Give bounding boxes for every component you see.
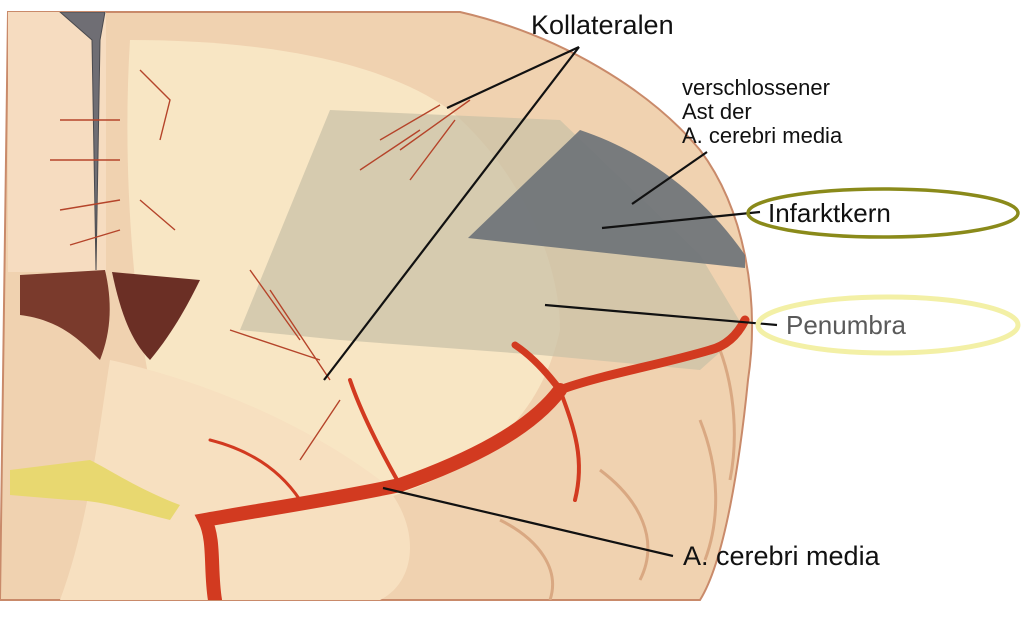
label-a-cerebri-media: A. cerebri media [683,542,880,571]
label-kollateralen: Kollateralen [531,11,674,40]
label-verschlossener-line-3: A. cerebri media [682,124,842,148]
label-penumbra: Penumbra [786,311,906,339]
label-verschlossener-line-1: verschlossener [682,76,842,100]
left-hemisphere [8,12,106,272]
brain-section [0,12,752,600]
label-infarktkern: Infarktkern [768,199,891,227]
label-verschlossener-ast: verschlossener Ast der A. cerebri media [682,76,842,148]
label-verschlossener-line-2: Ast der [682,100,842,124]
